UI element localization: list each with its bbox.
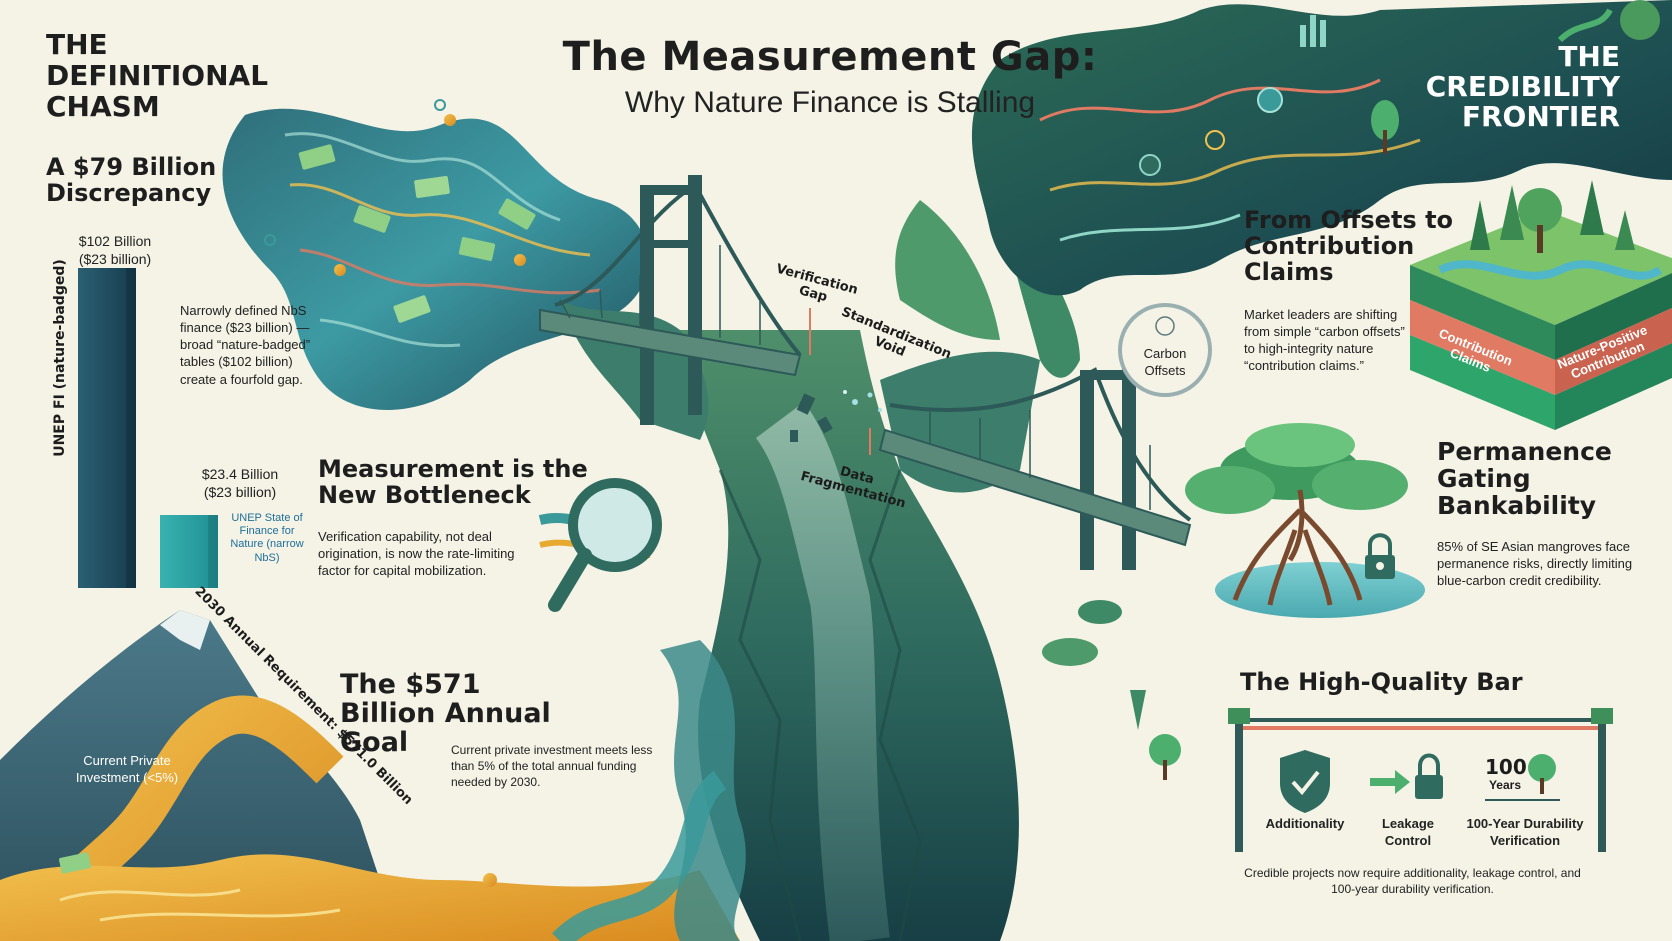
bar-chart-y-label: UNEP FI (nature-badged) — [52, 259, 68, 457]
data-river-right — [971, 0, 1672, 296]
money-river-left — [222, 99, 648, 410]
canyon — [640, 330, 1019, 941]
item-leakage-control: Leakage Control — [1381, 816, 1435, 849]
mangrove-tree — [1185, 423, 1425, 618]
lock-icon — [1415, 775, 1443, 799]
bar-short-value: $23.4 Billion — [201, 466, 279, 482]
discrepancy-text: Narrowly defined NbS finance ($23 billio… — [180, 303, 311, 387]
page-subtitle: Why Nature Finance is Stalling — [624, 86, 1036, 119]
permanence-title: Permanence Gating Bankability — [1437, 437, 1612, 520]
offsets-title: From Offsets to Contribution Claims — [1244, 206, 1454, 286]
current-investment-label: Current Private Investment (<5%) — [75, 753, 179, 786]
arrow-icon — [1370, 770, 1410, 794]
quality-bar-text: Credible projects now require additional… — [1244, 866, 1581, 896]
shield-icon — [1280, 750, 1330, 813]
item-additionality: Additionality — [1265, 816, 1345, 831]
offsets-text: Market leaders are shifting from simple … — [1244, 307, 1405, 374]
mountain — [0, 610, 740, 941]
bar-tall — [78, 268, 136, 588]
permanence-text: 85% of SE Asian mangroves face permanenc… — [1437, 539, 1633, 589]
left-bridge — [539, 175, 802, 425]
forest-block — [1410, 180, 1672, 430]
bar-value-label-short: $23.4 Billion ($23 billion) — [180, 465, 300, 502]
right-bridge — [878, 360, 1192, 570]
quality-bar-frame — [1228, 708, 1613, 852]
bar-short-category-label: UNEP State of Finance for Nature (narrow… — [230, 512, 304, 564]
magnifying-glass — [538, 478, 662, 612]
page-title: The Measurement Gap: — [562, 34, 1098, 80]
bridge-fragments — [790, 390, 882, 442]
years-unit: Years — [1488, 778, 1522, 792]
goal-title: The $571 Billion Annual Goal — [340, 669, 551, 759]
years-value: 100 — [1485, 755, 1527, 779]
bottleneck-title: Measurement is the New Bottleneck — [318, 455, 588, 509]
bar-tall-value: $102 Billion — [78, 233, 152, 249]
bar-short — [160, 514, 218, 588]
bar-value-label-tall: $102 Billion ($23 billion) — [60, 232, 170, 269]
goal-text: Current private investment meets less th… — [451, 743, 653, 789]
carbon-offsets-badge-ring — [1118, 303, 1212, 397]
carbon-offsets-label: Carbon Offsets — [1143, 346, 1187, 379]
bar-short-subvalue: ($23 billion) — [203, 484, 277, 501]
discrepancy-title: A $79 Billion Discrepancy — [46, 153, 217, 207]
item-durability: 100-Year Durability Verification — [1466, 816, 1584, 849]
tree-icon — [1528, 754, 1556, 782]
right-heading: THE CREDIBILITY FRONTIER — [1425, 40, 1620, 134]
bar-tall-subvalue: ($23 billion) — [78, 251, 152, 268]
left-heading: THE DEFINITIONAL CHASM — [46, 28, 269, 123]
quality-bar-title: The High-Quality Bar — [1240, 668, 1523, 696]
bottleneck-text: Verification capability, not deal origin… — [318, 529, 515, 579]
